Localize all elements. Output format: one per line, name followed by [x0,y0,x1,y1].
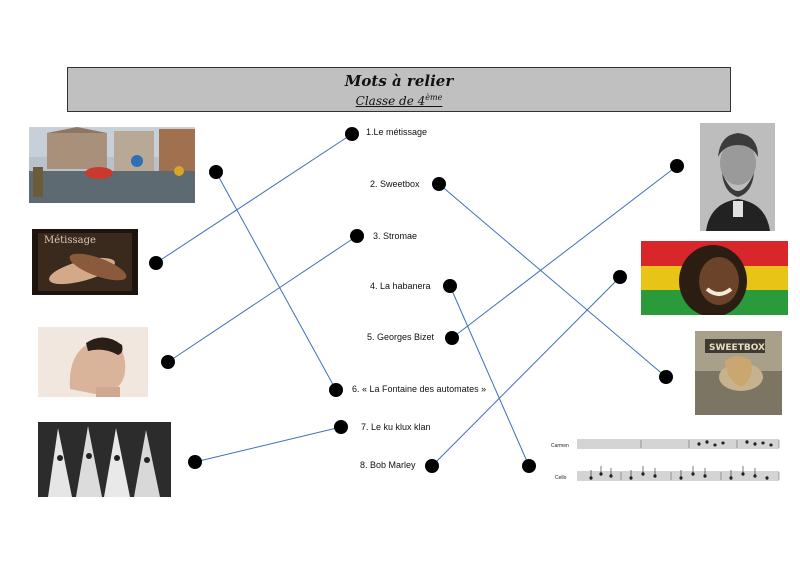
subtitle-text: Classe de 4 [355,94,426,108]
dot-image-score[interactable] [522,459,536,473]
dot-image-marley[interactable] [613,270,627,284]
image-ku-klux-klan [38,422,171,497]
line-marley [431,276,621,467]
dot-image-fontaine[interactable] [209,165,223,179]
dot-item-2[interactable] [432,177,446,191]
item-metissage: 1.Le métissage [366,127,428,137]
item-kkk: 7. Le ku klux klan [361,422,431,432]
dot-item-4[interactable] [443,279,457,293]
dot-item-1[interactable] [345,127,359,141]
item-bizet: 5. Georges Bizet [367,332,435,342]
item-stromae: 3. Stromae [373,231,418,241]
dot-item-5[interactable] [445,331,459,345]
sweetbox-caption: SWEETBOX [709,343,765,353]
image-fontaine-automates [29,127,195,203]
line-sweetbox [438,183,667,378]
line-fontaine [215,171,337,391]
dot-image-metissage[interactable] [149,256,163,270]
page-title: Mots à relier [344,72,454,90]
dot-image-kkk[interactable] [188,455,202,469]
page-subtitle: Classe de 4ème [68,90,730,109]
score-label-cello: Cello [555,475,567,481]
line-bizet [451,165,678,339]
item-sweetbox: 2. Sweetbox [370,179,420,189]
line-kkk [194,426,342,463]
image-carmen-score: Carmen Cello [551,434,781,494]
item-fontaine: 6. « La Fontaine des automates » [352,384,487,394]
dot-item-3[interactable] [350,229,364,243]
dot-image-sweetbox[interactable] [659,370,673,384]
dot-image-stromae[interactable] [161,355,175,369]
image-sweetbox: SWEETBOX [695,331,782,415]
line-habanera [449,285,530,467]
subtitle-sup: ème [425,93,443,102]
dot-item-7[interactable] [334,420,348,434]
dot-item-8[interactable] [425,459,439,473]
dot-image-bizet[interactable] [670,159,684,173]
image-metissage: Métissage [32,229,138,295]
item-habanera: 4. La habanera [370,281,431,291]
item-bob-marley: 8. Bob Marley [360,460,416,470]
image-bob-marley [641,241,788,315]
title-box: Mots à relier Classe de 4ème [67,67,731,112]
line-metissage [155,133,353,264]
metissage-caption: Métissage [44,235,96,246]
image-stromae [38,327,148,397]
score-label-carmen: Carmen [551,443,569,449]
image-georges-bizet [700,123,775,231]
line-stromae [167,235,358,363]
dot-item-6[interactable] [329,383,343,397]
